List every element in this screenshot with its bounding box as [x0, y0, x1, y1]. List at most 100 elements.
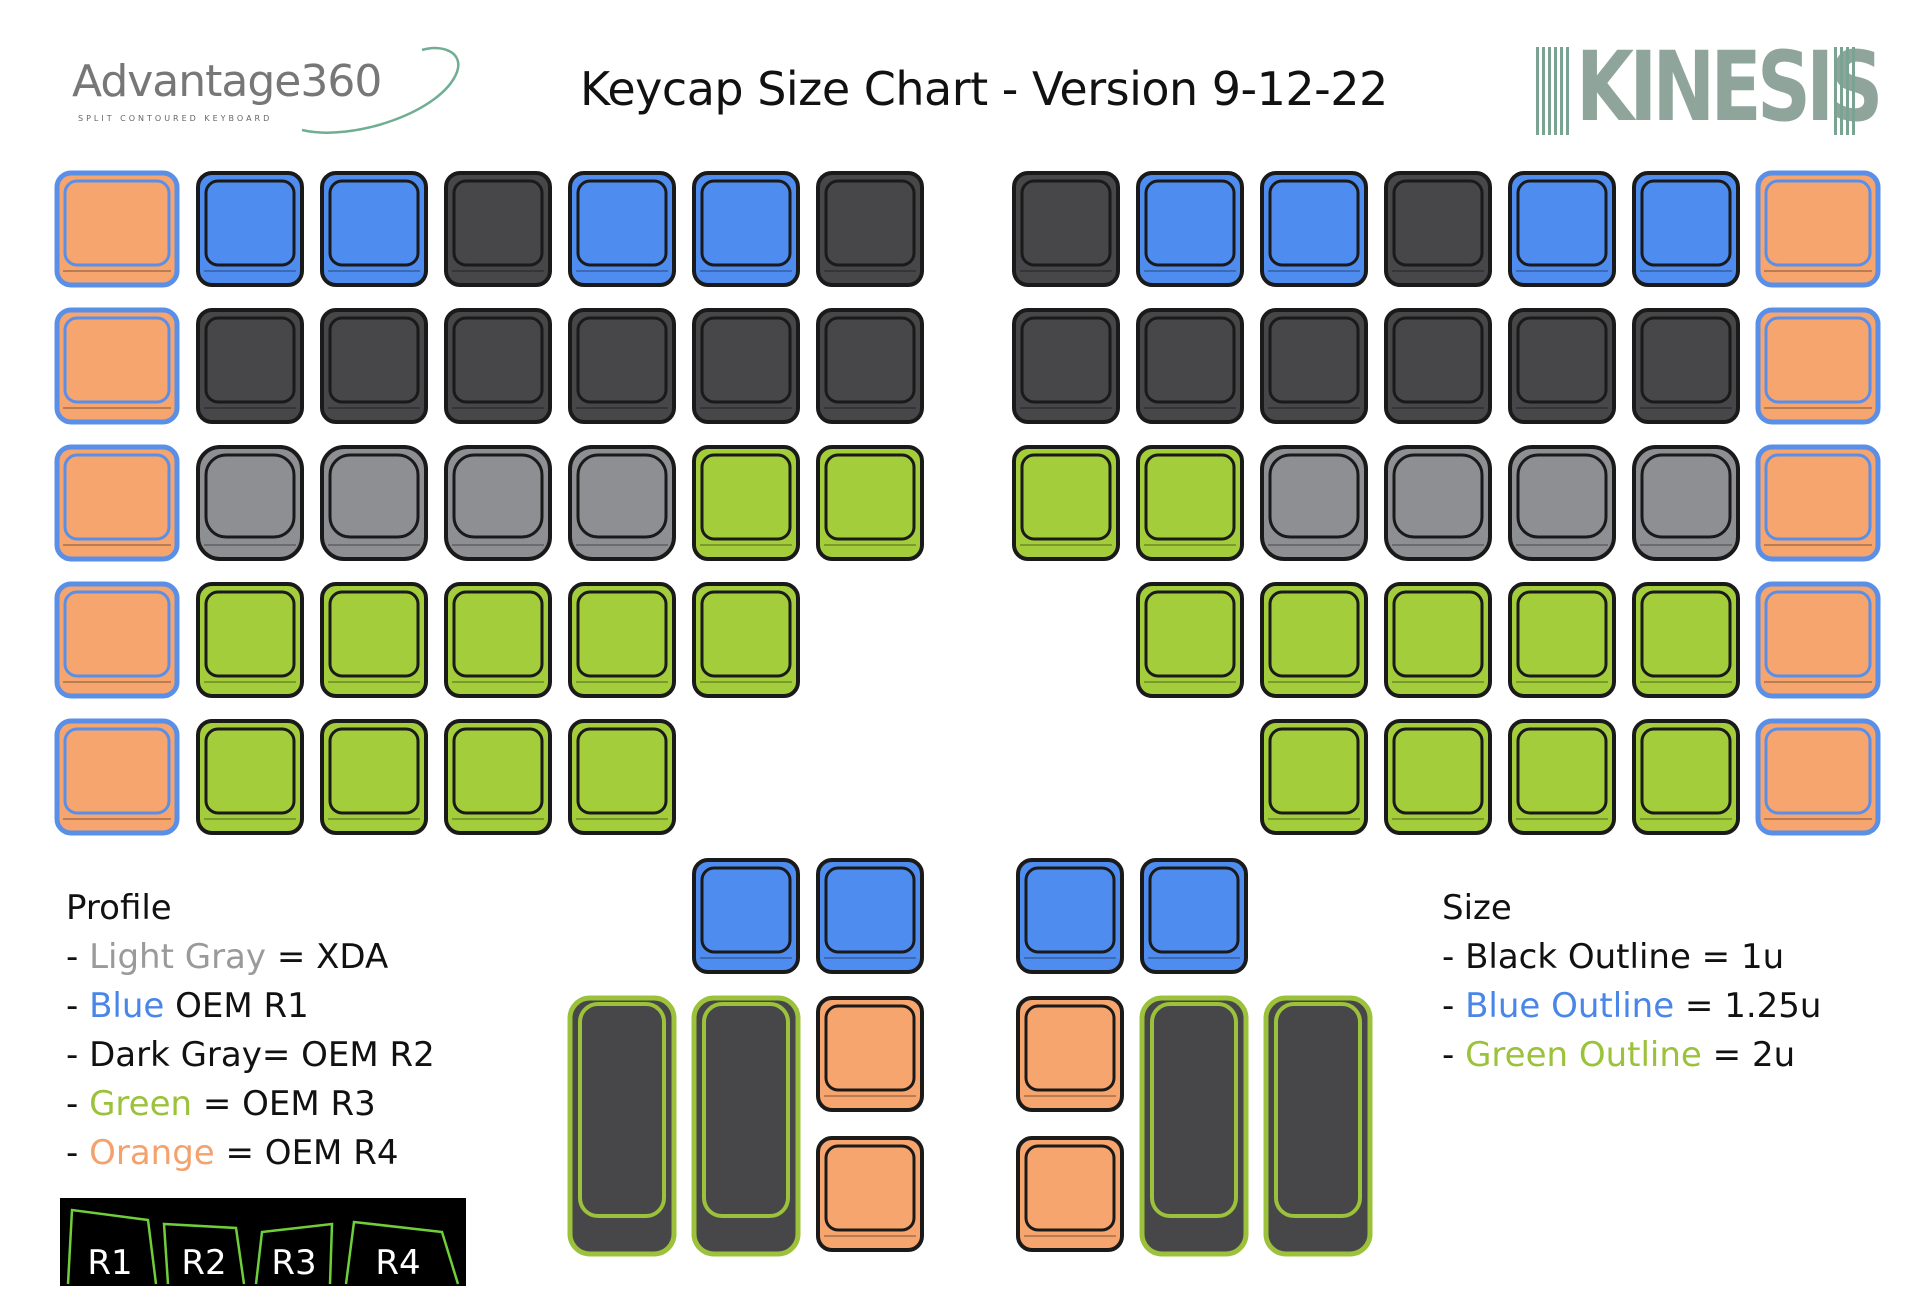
key-right-r3-c6 — [1632, 445, 1740, 561]
thumb-left-top-1 — [692, 858, 800, 974]
key-right-r1-c2 — [1136, 171, 1244, 287]
key-right-r2-c7 — [1755, 307, 1881, 425]
key-left-r2-c2 — [196, 308, 304, 424]
key-left-r3-c5 — [568, 445, 676, 561]
key-right-r3-c2 — [1136, 445, 1244, 561]
size-legend-value: = 1.25u — [1674, 986, 1822, 1026]
key-left-r3-c4 — [444, 445, 552, 561]
key-right-r5-c2 — [1384, 719, 1492, 835]
key-right-r1-c7 — [1755, 170, 1881, 288]
profile-legend: Profile - Light Gray = XDA - Blue OEM R1 -… — [66, 884, 435, 1178]
row-profile-label: R2 — [181, 1243, 226, 1283]
key-left-r2-c1 — [54, 307, 180, 425]
key-left-r2-c3 — [320, 308, 428, 424]
key-left-r3-c3 — [320, 445, 428, 561]
size-legend-value: = 2u — [1701, 1035, 1796, 1075]
row-profile-label: R4 — [375, 1243, 420, 1283]
size-legend: Size - Black Outline = 1u - Blue Outline … — [1442, 884, 1821, 1080]
thumb-right-top-2 — [1140, 858, 1248, 974]
key-right-r4-c1 — [1136, 582, 1244, 698]
key-right-r4-c6 — [1755, 581, 1881, 699]
row-profile-shape — [344, 1220, 460, 1285]
key-left-r1-c1 — [54, 170, 180, 288]
thumb-left-top-2 — [816, 858, 924, 974]
key-right-r5-c1 — [1260, 719, 1368, 835]
key-right-r3-c7 — [1755, 444, 1881, 562]
profile-legend-heading: Profile — [66, 888, 172, 928]
size-legend-item: - Green Outline = 2u — [1442, 1035, 1796, 1075]
advantage360-logo: Advantage360 SPLIT CONTOURED KEYBOARD — [72, 42, 460, 142]
kinesis-stripes-icon — [1834, 47, 1858, 135]
profile-legend-value: OEM R1 — [164, 986, 309, 1026]
key-left-r4-c2 — [196, 582, 304, 698]
size-legend-color-label: Green Outline — [1465, 1035, 1702, 1075]
advantage360-logo-text: Advantage360 — [72, 56, 382, 107]
key-right-r5-c4 — [1632, 719, 1740, 835]
key-left-r1-c4 — [444, 171, 552, 287]
row-profile-diagram: R1 R2 R3 R4 — [60, 1198, 466, 1286]
key-left-r4-c1 — [54, 581, 180, 699]
key-left-r5-c1 — [54, 718, 180, 836]
logo-swoosh-icon — [301, 46, 460, 134]
profile-legend-item: - Orange = OEM R4 — [66, 1133, 399, 1173]
key-left-r1-c6 — [692, 171, 800, 287]
key-right-r1-c3 — [1260, 171, 1368, 287]
profile-legend-item: - Dark Gray= OEM R2 — [66, 1035, 435, 1075]
size-legend-heading: Size — [1442, 888, 1512, 928]
profile-legend-item: - Blue OEM R1 — [66, 986, 309, 1026]
key-left-r4-c4 — [444, 582, 552, 698]
key-right-r3-c1 — [1012, 445, 1120, 561]
key-left-r1-c2 — [196, 171, 304, 287]
size-legend-value: Black Outline = 1u — [1465, 937, 1785, 977]
key-right-r1-c6 — [1632, 171, 1740, 287]
key-right-r4-c4 — [1508, 582, 1616, 698]
key-left-r3-c6 — [692, 445, 800, 561]
key-right-r1-c4 — [1384, 171, 1492, 287]
key-left-r3-c2 — [196, 445, 304, 561]
key-left-r2-c6 — [692, 308, 800, 424]
thumb-right-small-1 — [1016, 996, 1124, 1112]
key-right-r4-c5 — [1632, 582, 1740, 698]
profile-legend-value: = OEM R3 — [192, 1084, 376, 1124]
key-right-r1-c5 — [1508, 171, 1616, 287]
key-left-r4-c3 — [320, 582, 428, 698]
profile-legend-item: - Green = OEM R3 — [66, 1084, 376, 1124]
key-left-r3-c1 — [54, 444, 180, 562]
key-right-r2-c3 — [1260, 308, 1368, 424]
profile-legend-item: - Light Gray = XDA — [66, 937, 389, 977]
size-legend-color-label: Blue Outline — [1465, 986, 1675, 1026]
key-left-r3-c7 — [816, 445, 924, 561]
key-right-r2-c6 — [1632, 308, 1740, 424]
profile-legend-value: = OEM R4 — [214, 1133, 399, 1173]
kinesis-logo-text: KINESIS — [1576, 31, 1883, 143]
key-right-r3-c5 — [1508, 445, 1616, 561]
key-left-r5-c4 — [444, 719, 552, 835]
kinesis-stripes-icon — [1536, 47, 1572, 135]
thumb-left-tall-2 — [691, 995, 801, 1257]
size-legend-item: - Black Outline = 1u — [1442, 937, 1785, 977]
profile-legend-color-label: Light Gray — [89, 937, 267, 977]
size-legend-item: - Blue Outline = 1.25u — [1442, 986, 1822, 1026]
row-profile-label: R3 — [271, 1243, 316, 1283]
thumb-right-tall-1 — [1139, 995, 1249, 1257]
profile-legend-color-label: Green — [89, 1084, 193, 1124]
thumb-left-small-2 — [816, 1136, 924, 1252]
advantage360-logo-tagline: SPLIT CONTOURED KEYBOARD — [78, 114, 273, 123]
key-right-r2-c4 — [1384, 308, 1492, 424]
key-right-r3-c4 — [1384, 445, 1492, 561]
key-right-r2-c5 — [1508, 308, 1616, 424]
page-title: Keycap Size Chart - Version 9-12-22 — [580, 62, 1388, 116]
key-right-r5-c3 — [1508, 719, 1616, 835]
key-right-r1-c1 — [1012, 171, 1120, 287]
row-profile-label: R1 — [87, 1243, 132, 1283]
row-profile-shape — [66, 1208, 158, 1285]
thumb-left-tall-1 — [567, 995, 677, 1257]
row-profile-shape — [254, 1222, 334, 1285]
profile-legend-value: = XDA — [266, 937, 389, 977]
key-left-r5-c5 — [568, 719, 676, 835]
key-left-r2-c4 — [444, 308, 552, 424]
row-profile-shape — [162, 1222, 246, 1285]
key-right-r5-c5 — [1755, 718, 1881, 836]
key-left-r2-c7 — [816, 308, 924, 424]
